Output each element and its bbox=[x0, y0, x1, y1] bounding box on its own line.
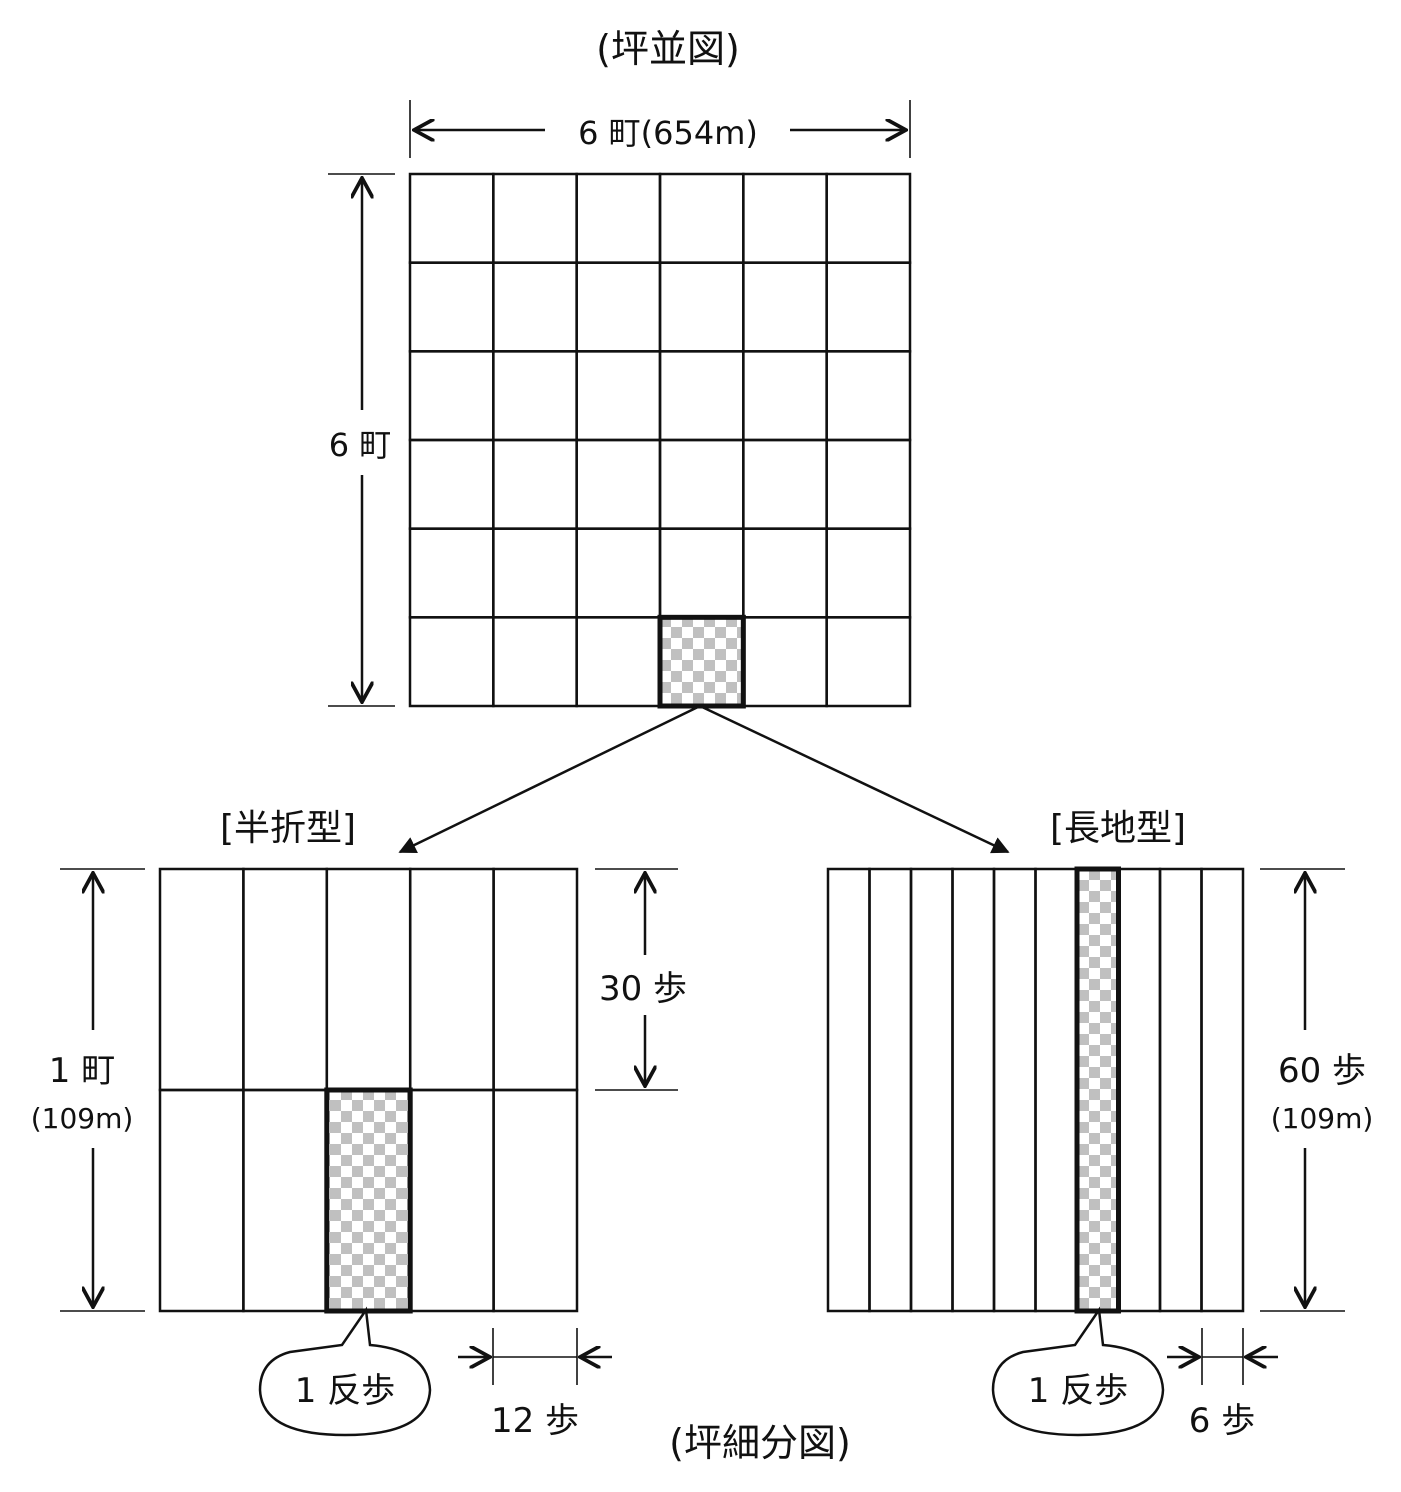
grid-cell bbox=[826, 867, 871, 1313]
grid-cell bbox=[868, 867, 913, 1313]
grid-cell bbox=[492, 261, 578, 353]
grid-cell bbox=[408, 172, 495, 264]
left-width-label: 12 歩 bbox=[491, 1401, 579, 1441]
left-half-label: 30 歩 bbox=[599, 969, 687, 1009]
grid-cell bbox=[658, 527, 745, 619]
grid-cell bbox=[492, 350, 578, 442]
top-width-dimension: 6 町(654m) bbox=[409, 100, 911, 158]
grid-cell bbox=[408, 350, 495, 442]
grid-cell bbox=[658, 350, 745, 442]
left-half-dimension: 30 歩 bbox=[595, 868, 687, 1091]
grid-cell bbox=[575, 261, 662, 353]
grid-cell bbox=[408, 438, 495, 530]
right-width-label: 6 歩 bbox=[1189, 1401, 1255, 1441]
grid-cell bbox=[951, 867, 996, 1313]
grid-cell bbox=[742, 261, 828, 353]
highlighted-cell bbox=[1074, 866, 1121, 1314]
grid-cell bbox=[658, 438, 745, 530]
right-type-label: [長地型] bbox=[1050, 808, 1186, 849]
grid-cell bbox=[825, 261, 912, 353]
grid-cell bbox=[408, 527, 495, 619]
grid-cell bbox=[492, 527, 578, 619]
grid-cell bbox=[408, 867, 495, 1092]
grid-cell bbox=[825, 438, 912, 530]
grid-cell bbox=[825, 616, 912, 708]
highlighted-cell bbox=[324, 1087, 413, 1314]
grid-cell bbox=[909, 867, 954, 1313]
grid-cell bbox=[575, 616, 662, 708]
grid-cell bbox=[825, 172, 912, 264]
grid-cell bbox=[1117, 867, 1162, 1313]
grid-cell bbox=[992, 867, 1037, 1313]
grid-cell bbox=[575, 172, 662, 264]
grid-cell bbox=[492, 616, 578, 708]
grid-cell bbox=[408, 616, 495, 708]
top-title: (坪並図) bbox=[596, 27, 740, 71]
grid-cell bbox=[492, 172, 578, 264]
top-height-dimension: 6 町 bbox=[328, 173, 395, 707]
right-grid bbox=[826, 866, 1245, 1314]
highlighted-cell bbox=[657, 614, 746, 709]
bottom-title: (坪細分図) bbox=[669, 1421, 851, 1465]
left-callout: 1 反歩 bbox=[258, 1306, 432, 1437]
right-width-dimension: 6 歩 bbox=[1167, 1328, 1278, 1441]
grid-cell bbox=[742, 616, 828, 708]
left-width-dimension: 12 歩 bbox=[458, 1328, 612, 1441]
top-height-label: 6 町 bbox=[329, 426, 392, 464]
grid-cell bbox=[658, 172, 745, 264]
grid-cell bbox=[158, 1088, 245, 1313]
grid-cell bbox=[575, 438, 662, 530]
grid-cell bbox=[742, 438, 828, 530]
grid-cell bbox=[325, 867, 412, 1092]
right-height-label: 60 歩 bbox=[1278, 1051, 1366, 1091]
right-height-dimension: 60 歩 (109m) bbox=[1260, 868, 1374, 1312]
grid-cell bbox=[1158, 867, 1203, 1313]
left-height-label: 1 町 bbox=[49, 1051, 115, 1091]
grid-cell bbox=[1200, 867, 1245, 1313]
arrow-to-hanori bbox=[398, 704, 701, 854]
top-grid bbox=[408, 172, 912, 709]
grid-cell bbox=[742, 350, 828, 442]
left-callout-text: 1 反歩 bbox=[295, 1371, 395, 1411]
grid-cell bbox=[825, 350, 912, 442]
grid-cell bbox=[242, 1088, 329, 1313]
right-callout: 1 反歩 bbox=[991, 1306, 1165, 1437]
grid-cell bbox=[742, 527, 828, 619]
left-type-label: [半折型] bbox=[220, 808, 356, 849]
top-width-label: 6 町(654m) bbox=[578, 114, 758, 152]
left-grid bbox=[158, 867, 579, 1314]
left-height-dimension: 1 町 (109m) bbox=[31, 868, 145, 1312]
grid-cell bbox=[492, 867, 579, 1092]
right-height-meters: (109m) bbox=[1271, 1102, 1374, 1135]
grid-cell bbox=[408, 261, 495, 353]
grid-cell bbox=[242, 867, 329, 1092]
grid-cell bbox=[1034, 867, 1079, 1313]
grid-cell bbox=[408, 1088, 495, 1313]
grid-cell bbox=[575, 527, 662, 619]
grid-cell bbox=[492, 1088, 579, 1313]
grid-cell bbox=[492, 438, 578, 530]
grid-cell bbox=[825, 527, 912, 619]
grid-cell bbox=[742, 172, 828, 264]
grid-cell bbox=[575, 350, 662, 442]
right-callout-text: 1 反歩 bbox=[1028, 1371, 1128, 1411]
arrow-to-nagachi bbox=[699, 704, 1010, 854]
left-height-meters: (109m) bbox=[31, 1102, 134, 1135]
grid-cell bbox=[658, 261, 745, 353]
grid-cell bbox=[158, 867, 245, 1092]
